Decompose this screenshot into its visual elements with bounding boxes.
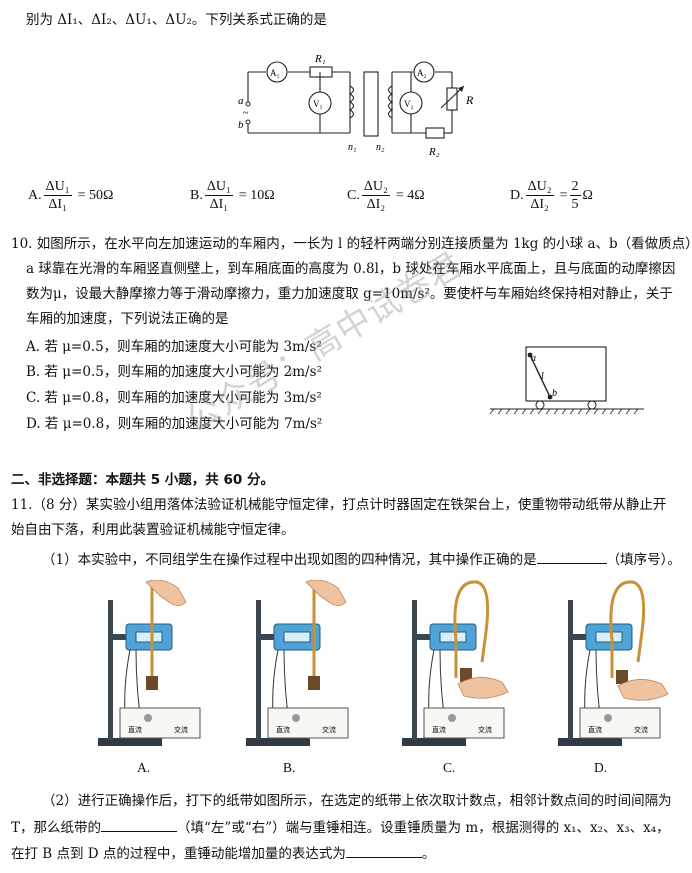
rheostat-r-label: R bbox=[465, 93, 474, 107]
option-letter: A. bbox=[28, 187, 42, 203]
ac-label: 交流 bbox=[174, 725, 188, 734]
figure-caption-d: D. bbox=[594, 760, 608, 775]
dc-label: 直流 bbox=[128, 725, 142, 734]
answer-blank-2[interactable] bbox=[101, 818, 178, 832]
ball-b-label: b bbox=[552, 388, 557, 399]
option-letter: D. bbox=[510, 187, 524, 203]
part-1-text: （1）本实验中，不同组学生在操作过程中出现如图的四种情况，其中操作正确的是 bbox=[42, 552, 537, 568]
carriage-diagram: a l b bbox=[489, 346, 644, 415]
q11-part-2-line-3: 在打 B 点到 D 点的过程中，重锤动能增加量的表达式为 。 bbox=[11, 844, 435, 863]
q11-part-1: （1）本实验中，不同组学生在操作过程中出现如图的四种情况，其中操作正确的是 （填序… bbox=[42, 550, 681, 569]
transformer-circuit-diagram: a ~ b A₁ V₁ R₁ A₂ V₂ R R₂ n₁ n₂ bbox=[238, 53, 474, 158]
q10-line-4: 车厢的加速度，下列说法正确的是 bbox=[26, 311, 229, 327]
part-2-text-c: 在打 B 点到 D 点的过程中，重锤动能增加量的表达式为 bbox=[11, 846, 346, 862]
ac-label: 交流 bbox=[322, 725, 336, 734]
apparatus-figure-b: 直流 交流 bbox=[246, 580, 349, 746]
fraction-numerator: 2 bbox=[569, 179, 581, 196]
coil-n2-label: n₂ bbox=[376, 142, 385, 153]
voltmeter-v2-label: V₂ bbox=[404, 99, 414, 109]
resistor-r1-label: R₁ bbox=[314, 53, 326, 65]
figure-caption-a: A. bbox=[137, 760, 151, 775]
figure-caption-b: B. bbox=[283, 760, 296, 775]
option-letter: C. bbox=[347, 187, 360, 203]
q11-part-2-line-2: T，那么纸带的 （填“左”或“右”）端与重锤相连。设重锤质量为 m，根据测得的 x… bbox=[11, 818, 670, 837]
q10-line-3: 数为μ，设最大静摩擦力等于滑动摩擦力，重力加速度取 g=10m/s²。要使杆与车… bbox=[26, 286, 673, 302]
ac-label: 交流 bbox=[478, 725, 492, 734]
ammeter-a1-label: A₁ bbox=[270, 68, 280, 78]
option-letter: B. bbox=[190, 187, 203, 203]
fraction-denominator: ΔI₁ bbox=[48, 197, 67, 212]
voltmeter-v1-label: V₁ bbox=[313, 99, 323, 109]
q10-line-2: a 球靠在光滑的车厢竖直侧壁上，到车厢底面的高度为 0.8l，b 球处在车厢水平… bbox=[26, 261, 676, 277]
part-2-text-b: （填“左”或“右”）端与重锤相连。设重锤质量为 m，根据测得的 x₁、x₂、x₃… bbox=[177, 820, 670, 836]
q11-part-2-line-1: （2）进行正确操作后，打下的纸带如图所示，在选定的纸带上依次取计数点，相邻计数点… bbox=[42, 793, 672, 809]
option-value: = 10Ω bbox=[238, 187, 275, 203]
fraction-numerator: ΔU₂ bbox=[361, 179, 390, 196]
apparatus-figure-d: 直流 交流 bbox=[558, 580, 668, 746]
terminal-a-label: a bbox=[238, 95, 244, 107]
answer-blank-3[interactable] bbox=[345, 844, 422, 858]
option-value: = 4Ω bbox=[395, 187, 425, 203]
fraction-denominator: ΔI₁ bbox=[209, 197, 229, 212]
fraction-numerator: ΔU₂ bbox=[525, 179, 554, 196]
apparatus-figure-a: 直流 交流 bbox=[98, 580, 201, 746]
ac-label: 交流 bbox=[634, 725, 648, 734]
q10-option-a: A. 若 μ=0.5，则车厢的加速度大小可能为 3m/s² bbox=[26, 339, 322, 355]
option-value: = bbox=[559, 187, 568, 203]
fraction-denominator: ΔI₂ bbox=[530, 197, 549, 212]
apparatus-figure-c: 直流 交流 bbox=[402, 580, 509, 746]
fraction-denominator: 5 bbox=[571, 197, 579, 212]
option-value: = 50Ω bbox=[77, 187, 114, 203]
figure-caption-c: C. bbox=[443, 760, 456, 775]
q9-intro: 别为 ΔI₁、ΔI₂、ΔU₁、ΔU₂。下列关系式正确的是 bbox=[26, 12, 327, 28]
part-2-text-d: 。 bbox=[421, 846, 436, 862]
ammeter-a2-label: A₂ bbox=[417, 68, 427, 78]
fraction-numerator: ΔU₁ bbox=[43, 179, 72, 196]
rod-l-label: l bbox=[541, 371, 544, 382]
coil-n1-label: n₁ bbox=[348, 142, 356, 153]
dc-label: 直流 bbox=[276, 725, 290, 734]
option-unit: Ω bbox=[582, 187, 593, 203]
q10-option-d: D. 若 μ=0.8，则车厢的加速度大小可能为 7m/s² bbox=[26, 416, 323, 432]
fraction-numerator: ΔU₁ bbox=[204, 179, 233, 196]
dc-label: 直流 bbox=[588, 725, 602, 734]
q11-line-2: 始自由下落，利用此装置验证机械能守恒定律。 bbox=[11, 522, 295, 538]
ball-a-label: a bbox=[531, 353, 536, 364]
fraction-denominator: ΔI₂ bbox=[366, 197, 386, 212]
section-2-heading: 二、非选择题：本题共 5 小题，共 60 分。 bbox=[11, 472, 274, 488]
answer-blank-1[interactable] bbox=[536, 550, 607, 564]
resistor-r2-label: R₂ bbox=[428, 146, 440, 158]
part-1-hint: （填序号）。 bbox=[606, 552, 681, 568]
part-2-text-a: T，那么纸带的 bbox=[11, 820, 102, 836]
q11-line-1: 11.（8 分）某实验小组用落体法验证机械能守恒定律，打点计时器固定在铁架台上，… bbox=[11, 497, 667, 513]
ac-symbol: ~ bbox=[243, 108, 249, 119]
q10-line-1: 10. 如图所示，在水平向左加速运动的车厢内，一长为 l 的轻杆两端分别连接质量… bbox=[11, 236, 692, 252]
q10-option-b: B. 若 μ=0.5，则车厢的加速度大小可能为 2m/s² bbox=[26, 364, 322, 380]
terminal-b-label: b bbox=[238, 119, 244, 131]
dc-label: 直流 bbox=[432, 725, 446, 734]
q10-option-c: C. 若 μ=0.8，则车厢的加速度大小可能为 3m/s² bbox=[26, 390, 322, 406]
